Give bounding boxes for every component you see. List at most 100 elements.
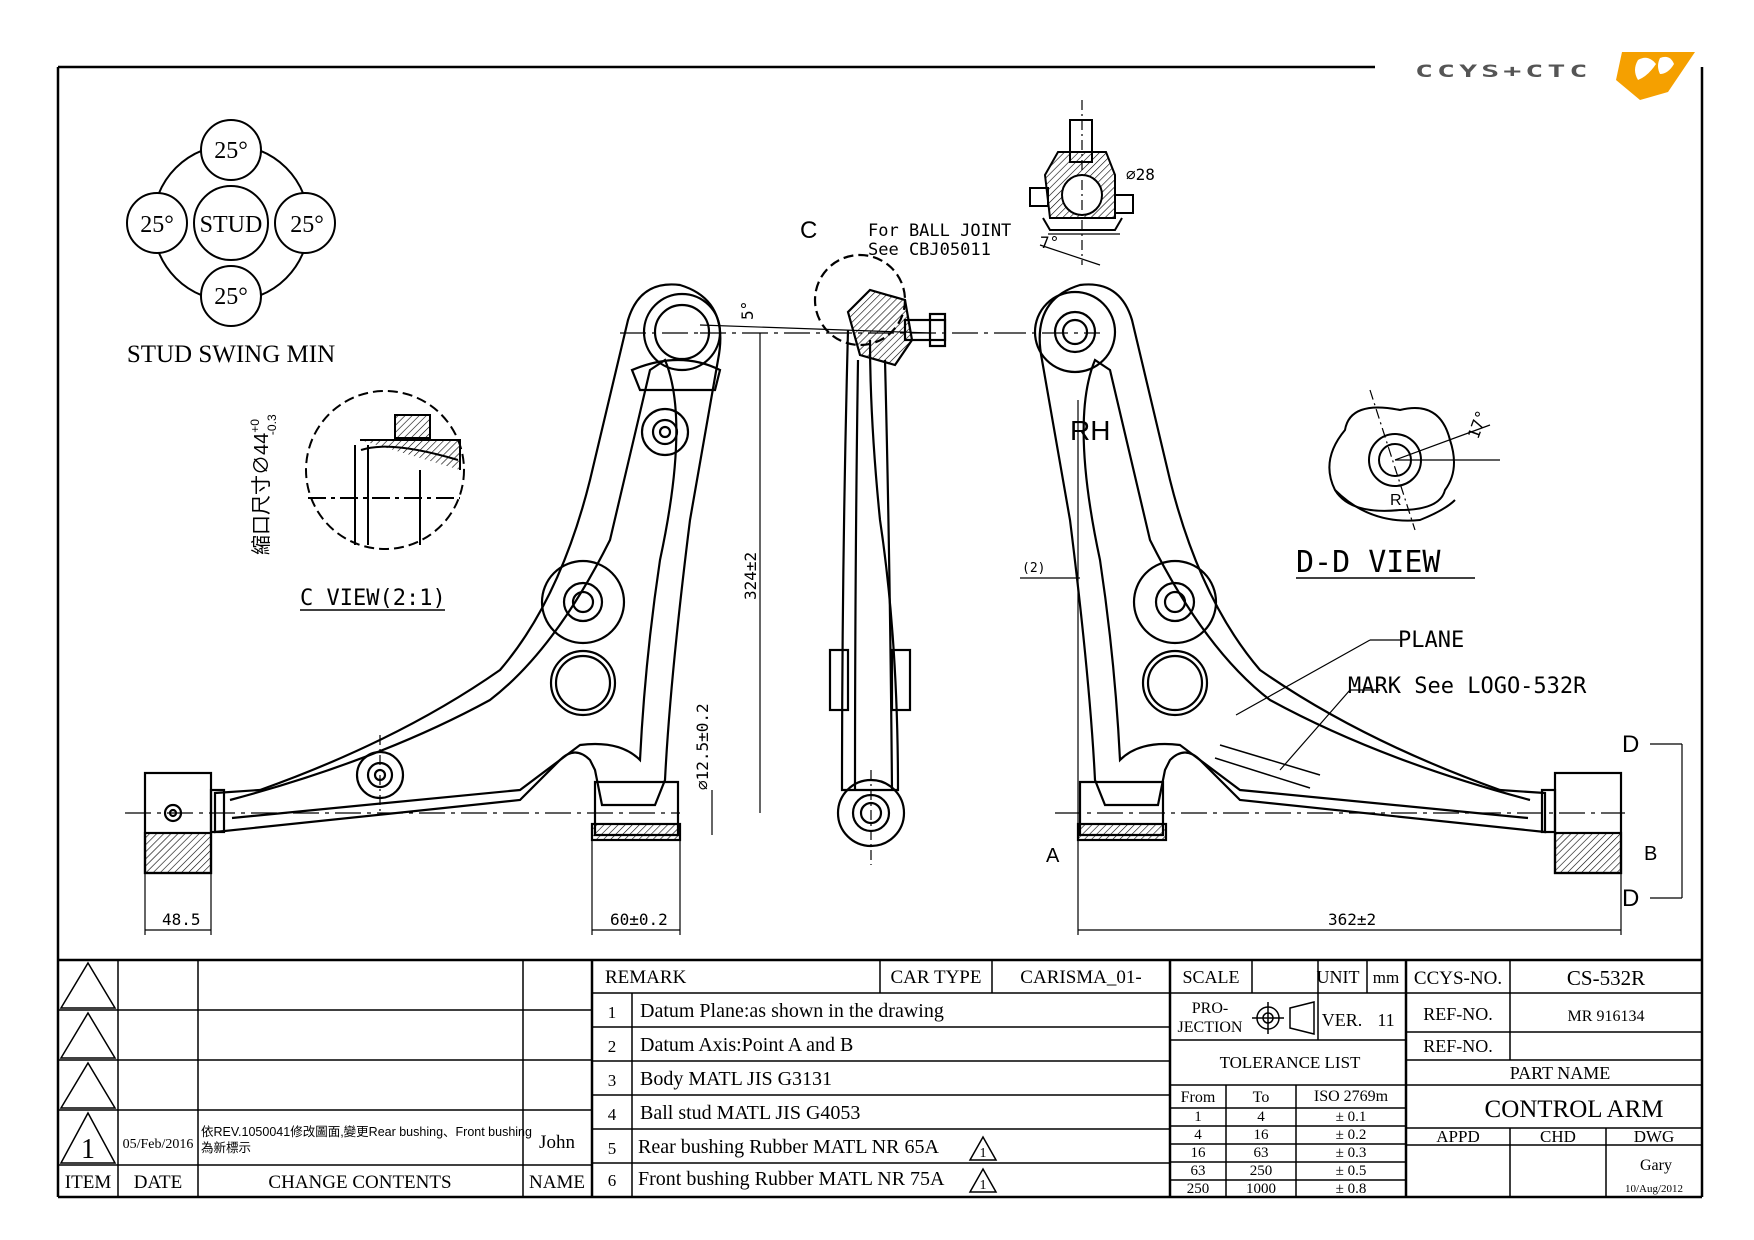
dim-60: 60±0.2 — [610, 910, 668, 929]
tolerance-to: 16 — [1254, 1127, 1270, 1143]
plane-note: PLANE — [1398, 628, 1464, 653]
remark-2: Datum Axis:Point A and B — [640, 1034, 853, 1056]
rev-contents-1: 依REV.1050041修改圖面,變更Rear bushing、Front bu… — [201, 1124, 532, 1139]
dim-phi28: ∅28 — [1126, 165, 1155, 184]
projection-label-1: PRO- — [1192, 1000, 1228, 1017]
stud-angle-top: 25° — [214, 138, 248, 164]
rh-label: RH — [1070, 415, 1110, 446]
tolerance-from: 4 — [1194, 1127, 1202, 1143]
point-d-top: D — [1622, 731, 1639, 758]
rev-contents-2: 為新標示 — [201, 1140, 251, 1155]
stud-swing-caption: STUD SWING MIN — [127, 341, 335, 368]
rev-date: 05/Feb/2016 — [123, 1137, 194, 1152]
ver-label: VER. — [1322, 1010, 1363, 1030]
rev-header-name: NAME — [529, 1172, 585, 1193]
ccys-label: CCYS-NO. — [1414, 968, 1502, 989]
svg-text:5: 5 — [608, 1139, 617, 1158]
point-d-bottom: D — [1622, 885, 1639, 912]
unit-value: mm — [1373, 968, 1399, 987]
part-name-label: PART NAME — [1510, 1063, 1610, 1083]
rev-header-contents: CHANGE CONTENTS — [268, 1172, 451, 1193]
part-name: CONTROL ARM — [1485, 1096, 1664, 1123]
tolerance-tol: ± 0.3 — [1336, 1145, 1367, 1161]
tolerance-from: 16 — [1191, 1145, 1207, 1161]
tolerance-from: 63 — [1191, 1163, 1206, 1179]
dd-view-detail — [1328, 389, 1500, 531]
c-view-title: C VIEW(2:1) — [300, 586, 446, 611]
warning-glyph: 1 — [980, 1146, 987, 1161]
dim-2: (2) — [1022, 561, 1045, 576]
svg-text:2: 2 — [608, 1037, 617, 1056]
logo-text: CCYS+CTC — [1415, 62, 1591, 81]
svg-text:From: From — [1181, 1089, 1216, 1106]
ccys-ctc-logo: CCYS+CTC — [1415, 52, 1695, 100]
ball-joint-note-1: For BALL JOINT — [868, 221, 1011, 241]
remark-3: Body MATL JIS G3131 — [640, 1068, 832, 1090]
point-a: A — [1046, 845, 1060, 867]
svg-text:To: To — [1253, 1089, 1270, 1106]
dim-5deg: 5° — [738, 301, 757, 320]
rev-item: 1 — [81, 1134, 95, 1165]
svg-text:ISO 2769m: ISO 2769m — [1314, 1088, 1389, 1105]
unit-label: UNIT — [1317, 967, 1360, 987]
dimension-lines — [144, 233, 1683, 935]
tolerance-to: 250 — [1250, 1163, 1273, 1179]
title-block-grid — [58, 958, 1702, 1197]
dim-7deg: 7° — [1040, 233, 1059, 252]
gauge-dim: 縮口尺寸∅44+0-0.3 — [248, 414, 279, 555]
ref1-label: REF-NO. — [1423, 1004, 1493, 1024]
front-view-arm — [125, 283, 722, 875]
tolerance-tol: ± 0.5 — [1336, 1163, 1367, 1179]
remark-1: Datum Plane:as shown in the drawing — [640, 1000, 944, 1022]
tolerance-to: 4 — [1257, 1109, 1265, 1125]
point-b: B — [1644, 843, 1657, 865]
dim-324: 324±2 — [741, 552, 760, 600]
stud-angle-left: 25° — [140, 212, 174, 238]
ball-joint-note-2: See CBJ05011 — [868, 240, 991, 260]
dim-48-5: 48.5 — [162, 910, 201, 929]
tolerance-from: 1 — [1194, 1109, 1202, 1125]
mark-note: MARK See LOGO-532R — [1348, 674, 1587, 699]
rev-header-item: ITEM — [65, 1172, 112, 1193]
dim-17deg: 17° — [1464, 408, 1492, 442]
car-type-label: CAR TYPE — [891, 967, 982, 988]
dim-362: 362±2 — [1328, 910, 1376, 929]
c-marker: C — [800, 217, 817, 244]
car-type-value: CARISMA_01- — [1020, 967, 1141, 988]
projection-symbol-icon — [1252, 1001, 1315, 1035]
remark-4: Ball stud MATL JIS G4053 — [640, 1102, 860, 1124]
appd-label: APPD — [1436, 1127, 1479, 1146]
dwg-date: 10/Aug/2012 — [1625, 1183, 1683, 1195]
tolerance-title: TOLERANCE LIST — [1220, 1053, 1361, 1072]
chd-label: CHD — [1540, 1127, 1576, 1146]
ball-joint-detail — [1029, 100, 1134, 266]
rh-view-arm — [1000, 283, 1625, 880]
stud-angle-bottom: 25° — [214, 284, 248, 310]
ref1-value: MR 916134 — [1568, 1008, 1645, 1025]
svg-text:4: 4 — [608, 1105, 617, 1124]
warning-glyph: 1 — [980, 1178, 987, 1193]
tolerance-tol: ± 0.8 — [1336, 1181, 1367, 1197]
svg-text:6: 6 — [608, 1171, 617, 1190]
svg-text:3: 3 — [608, 1071, 617, 1090]
ccys-value: CS-532R — [1567, 966, 1645, 990]
r-label: R — [1390, 492, 1402, 509]
remark-6: Front bushing Rubber MATL NR 75A — [638, 1168, 945, 1190]
tolerance-tol: ± 0.2 — [1336, 1127, 1367, 1143]
ver-value: 11 — [1377, 1010, 1394, 1030]
svg-text:1: 1 — [608, 1003, 617, 1022]
dim-12-5: ∅12.5±0.2 — [693, 703, 712, 790]
stud-label: STUD — [200, 212, 263, 238]
stud-angle-right: 25° — [290, 212, 324, 238]
rev-name: John — [539, 1132, 575, 1153]
rev-header-date: DATE — [134, 1172, 183, 1193]
c-view-detail — [305, 390, 465, 550]
side-view-arm — [699, 253, 1000, 865]
dd-view-title: D-D VIEW — [1296, 545, 1441, 580]
dwg-label: DWG — [1634, 1127, 1675, 1146]
drawing-frame — [56, 65, 1704, 1199]
scale-label: SCALE — [1182, 967, 1239, 987]
tolerance-to: 1000 — [1246, 1181, 1276, 1197]
tolerance-from: 250 — [1187, 1181, 1210, 1197]
